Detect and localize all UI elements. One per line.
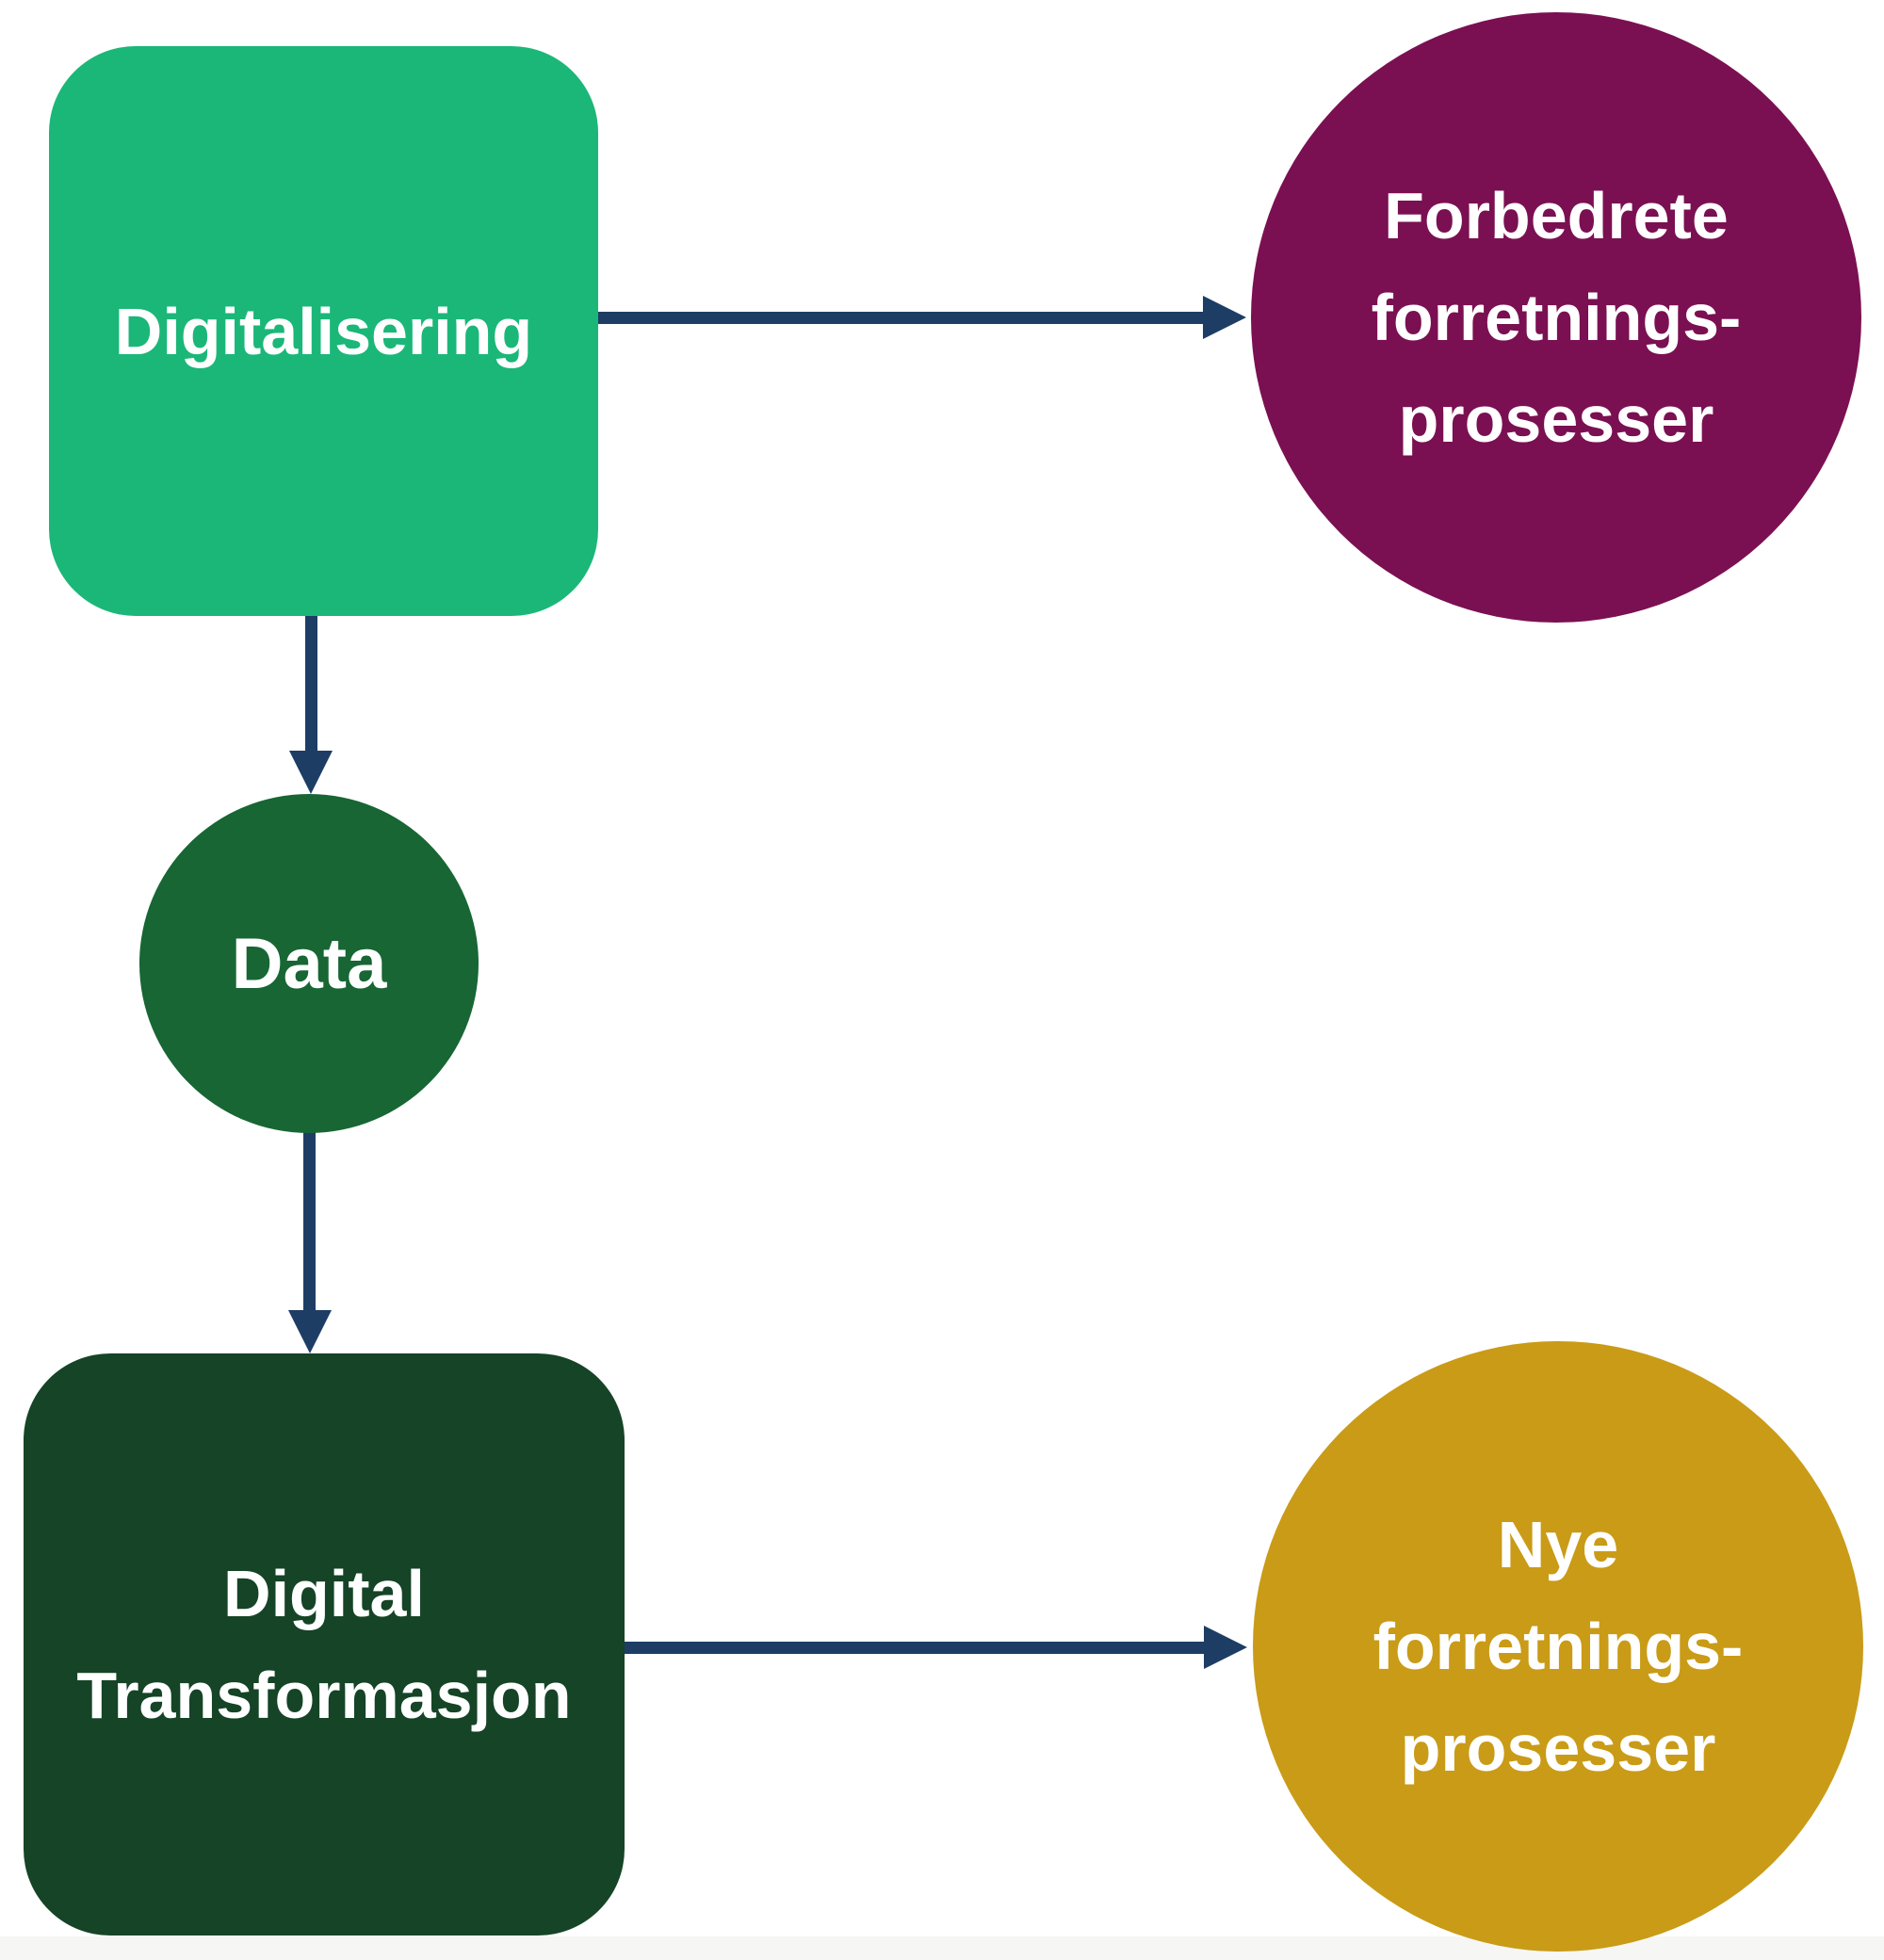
node-forbedrete-label: Forbedrete forretnings- prosesser <box>1371 179 1742 456</box>
node-data-label: Data <box>231 923 387 1004</box>
arrow-data-to-digital-transformasjon-shaft <box>303 1131 316 1313</box>
node-data: Data <box>139 794 479 1133</box>
arrow-digitalisering-to-forbedrete-shaft <box>598 312 1203 324</box>
arrow-digitalisering-to-forbedrete-head-icon <box>1203 296 1246 339</box>
node-digital-transformasjon-label: Digital Transformasjon <box>76 1557 572 1732</box>
node-digitalisering: Digitalisering <box>49 46 598 616</box>
arrow-digital-transformasjon-to-nye-shaft <box>625 1642 1204 1654</box>
node-forbedrete-forretningsprosesser: Forbedrete forretnings- prosesser <box>1251 12 1861 623</box>
arrow-data-to-digital-transformasjon-head-icon <box>288 1310 332 1353</box>
node-nye-label: Nye forretnings- prosesser <box>1372 1508 1744 1785</box>
arrow-digitalisering-to-data-shaft <box>305 614 317 753</box>
arrow-digital-transformasjon-to-nye-head-icon <box>1204 1626 1247 1669</box>
node-digitalisering-label: Digitalisering <box>114 294 533 368</box>
node-digital-transformasjon: Digital Transformasjon <box>24 1353 625 1936</box>
arrow-digitalisering-to-data-head-icon <box>289 751 333 794</box>
node-nye-forretningsprosesser: Nye forretnings- prosesser <box>1253 1341 1863 1952</box>
